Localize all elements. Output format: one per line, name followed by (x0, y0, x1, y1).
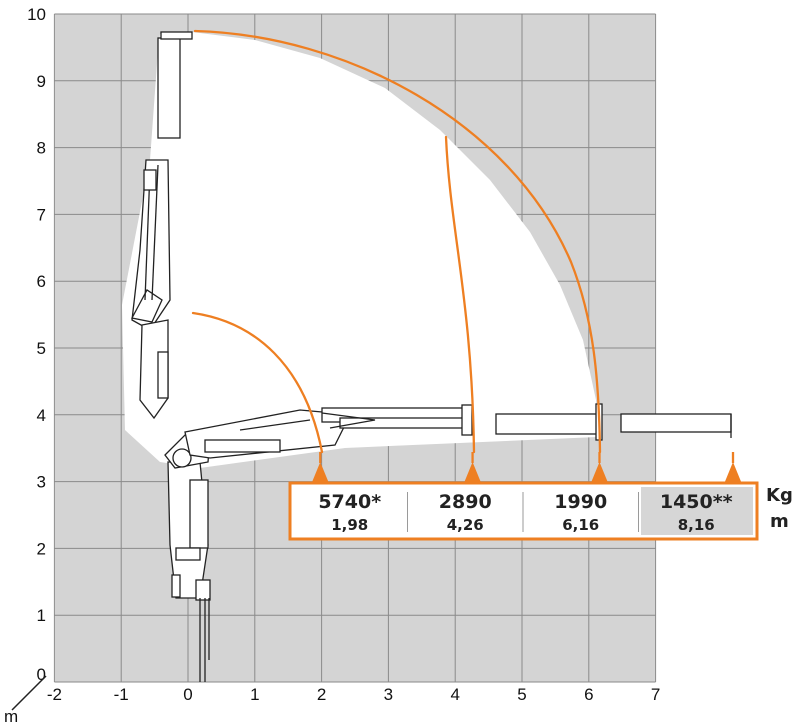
y-tick-label: 1 (37, 606, 46, 625)
radius-unit-label: m (770, 511, 789, 532)
x-tick-label: -1 (114, 685, 129, 704)
x-tick-label: 2 (317, 685, 326, 704)
capacity-load-value: 5740* (318, 491, 381, 513)
y-tick-label: 0 (37, 665, 46, 684)
reach-curve-1 (191, 311, 324, 454)
y-tick-label: 5 (37, 339, 46, 358)
y-tick-label: 2 (37, 539, 46, 558)
capacity-radius-value: 6,16 (562, 516, 599, 534)
y-tick-label: 6 (37, 272, 46, 291)
y-tick-label: 8 (37, 139, 46, 158)
x-tick-label: 6 (584, 685, 593, 704)
capacity-load-value: 1450** (660, 491, 733, 513)
capacity-radius-value: 4,26 (447, 516, 484, 534)
capacity-load-value: 1990 (554, 491, 607, 513)
x-axis-ticks: -2 -1 0 1 2 3 4 5 6 7 (47, 685, 660, 704)
capacity-marker-triangle (311, 462, 330, 484)
x-tick-label: 1 (250, 685, 259, 704)
y-tick-label: 9 (37, 72, 46, 91)
x-tick-label: 5 (517, 685, 526, 704)
y-tick-label: 7 (37, 205, 46, 224)
reach-curves (191, 29, 602, 454)
y-axis-ticks: 0 1 2 3 4 5 6 7 8 9 10 (27, 5, 46, 684)
axis-corner-line (11, 675, 47, 711)
y-tick-label: 3 (37, 473, 46, 492)
capacity-markers (311, 452, 742, 484)
x-tick-label: 0 (183, 685, 192, 704)
capacity-marker-triangle (724, 462, 742, 484)
x-tick-label: -2 (47, 685, 62, 704)
capacity-radius-value: 8,16 (678, 516, 715, 534)
capacity-cells: 5740* 1,98 2890 4,26 1990 6,16 1450** 8,16 (318, 491, 732, 534)
reach-curve-3 (193, 29, 602, 454)
x-tick-label: 3 (384, 685, 393, 704)
y-tick-label: 10 (27, 5, 46, 24)
capacity-highlight-cell (641, 487, 753, 535)
load-unit-label: Kg (766, 485, 793, 506)
axis-unit-label: m (4, 707, 18, 724)
reach-curve-2 (444, 135, 476, 454)
capacity-load-value: 2890 (439, 491, 492, 513)
x-tick-label: 7 (651, 685, 660, 704)
y-tick-label: 4 (37, 406, 46, 425)
capacity-radius-value: 1,98 (331, 516, 368, 534)
x-tick-label: 4 (450, 685, 459, 704)
capacity-marker-triangle (590, 462, 609, 484)
capacity-marker-triangle (463, 462, 482, 484)
crane-drawing (131, 31, 732, 682)
working-envelope (122, 32, 597, 468)
